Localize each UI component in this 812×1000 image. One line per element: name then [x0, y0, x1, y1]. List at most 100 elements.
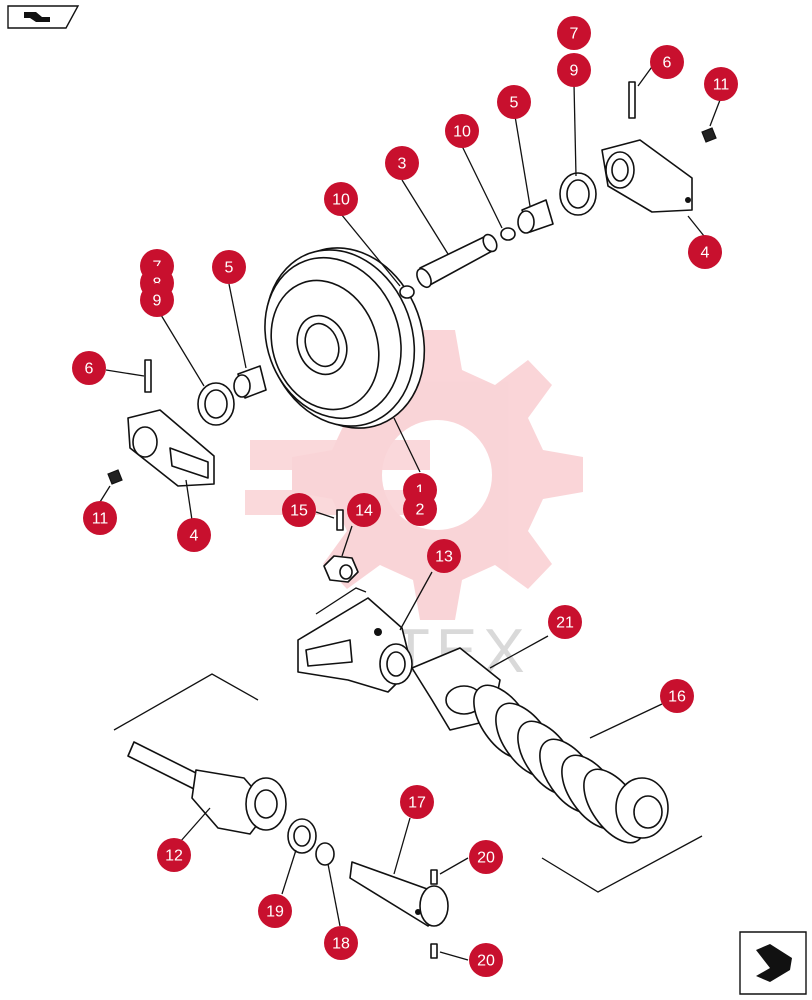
callout-label: 19 — [266, 904, 284, 921]
callout-circle — [469, 840, 503, 874]
idler-wheel — [264, 247, 426, 429]
callout-c11b[interactable]: 11 — [83, 501, 117, 535]
o-ring-right — [500, 227, 516, 241]
callout-label: 9 — [153, 293, 162, 310]
callout-c10b[interactable]: 10 — [324, 182, 358, 216]
callout-circle — [704, 67, 738, 101]
callout-circle — [177, 518, 211, 552]
callout-c15[interactable]: 15 — [282, 493, 316, 527]
o-ring-rod — [315, 842, 335, 866]
callout-c19[interactable]: 19 — [258, 894, 292, 928]
roll-pin — [336, 509, 344, 531]
callout-c21[interactable]: 21 — [548, 605, 582, 639]
dowel-pin-lower — [430, 943, 438, 959]
idler-shaft — [416, 233, 498, 289]
bracket-left — [127, 409, 215, 487]
callout-circle — [140, 283, 174, 317]
callout-c17[interactable]: 17 — [400, 785, 434, 819]
callout-label: 10 — [332, 192, 350, 209]
pin-left — [144, 359, 152, 393]
callout-circle — [427, 539, 461, 573]
callout-circle — [83, 501, 117, 535]
callout-c9a[interactable]: 9 — [557, 53, 591, 87]
callout-label: 5 — [510, 95, 519, 112]
callout-circle — [660, 679, 694, 713]
callout-label: 14 — [355, 503, 373, 520]
callout-label: 10 — [453, 124, 471, 141]
assembly-bracket-yoke — [315, 587, 367, 615]
callout-c11a[interactable]: 11 — [704, 67, 738, 101]
leader-lines — [99, 63, 721, 961]
callout-c12[interactable]: 12 — [157, 838, 191, 872]
callout-c7a[interactable]: 7 — [557, 16, 591, 50]
callout-label: 20 — [477, 953, 495, 970]
callout-layer: 7961151031047895612114151413211617122019… — [72, 16, 738, 977]
recoil-spring — [473, 684, 669, 844]
callout-circle — [400, 785, 434, 819]
callout-c18[interactable]: 18 — [324, 926, 358, 960]
seal-left — [197, 382, 235, 426]
callout-label: 13 — [435, 549, 453, 566]
bracket-right — [601, 139, 693, 213]
yoke — [297, 597, 413, 693]
callout-c10a[interactable]: 10 — [445, 114, 479, 148]
callout-circle — [548, 605, 582, 639]
callout-label: 2 — [416, 502, 425, 519]
callout-c9b[interactable]: 9 — [140, 283, 174, 317]
set-screw-left — [107, 469, 123, 485]
callout-label: 21 — [556, 615, 574, 632]
callout-circle — [688, 235, 722, 269]
callout-c2[interactable]: 2 — [403, 492, 437, 526]
callout-label: 6 — [85, 361, 94, 378]
callout-label: 5 — [225, 260, 234, 277]
bushing-right — [517, 199, 554, 234]
callout-circle — [445, 114, 479, 148]
callout-label: 7 — [570, 26, 579, 43]
callout-circle — [258, 894, 292, 928]
callout-circle — [469, 943, 503, 977]
callout-circle — [347, 493, 381, 527]
callout-circle — [212, 250, 246, 284]
callout-label: 3 — [398, 156, 407, 173]
callout-label: 1 — [416, 483, 425, 500]
assembly-bracket-left — [113, 673, 259, 731]
callout-c5a[interactable]: 5 — [497, 85, 531, 119]
assembly-bracket-right — [541, 835, 703, 893]
callout-c14[interactable]: 14 — [347, 493, 381, 527]
nut — [323, 555, 359, 583]
callout-label: 4 — [701, 245, 710, 262]
callout-circle — [557, 16, 591, 50]
callout-label: 12 — [165, 848, 183, 865]
callout-circle — [282, 493, 316, 527]
seal-right — [559, 172, 597, 216]
wear-ring — [287, 818, 317, 854]
callout-c6a[interactable]: 6 — [650, 45, 684, 79]
set-screw-right — [701, 127, 717, 143]
callout-label: 17 — [408, 795, 426, 812]
callout-label: 20 — [477, 850, 495, 867]
bushing-left — [233, 365, 267, 399]
pin-right — [628, 81, 636, 119]
callout-circle — [650, 45, 684, 79]
callout-circle — [403, 492, 437, 526]
callout-circle — [497, 85, 531, 119]
callout-c4a[interactable]: 4 — [688, 235, 722, 269]
callout-c5b[interactable]: 5 — [212, 250, 246, 284]
callout-label: 9 — [570, 63, 579, 80]
back-navigation-icon[interactable] — [7, 5, 80, 29]
tension-rod — [127, 741, 287, 835]
callout-c16[interactable]: 16 — [660, 679, 694, 713]
callout-label: 6 — [663, 55, 672, 72]
callout-label: 4 — [190, 528, 199, 545]
callout-c6b[interactable]: 6 — [72, 351, 106, 385]
callout-c20b[interactable]: 20 — [469, 943, 503, 977]
callout-c4b[interactable]: 4 — [177, 518, 211, 552]
dowel-pin-upper — [430, 869, 438, 885]
callout-c13[interactable]: 13 — [427, 539, 461, 573]
next-page-icon[interactable] — [739, 931, 807, 995]
callout-c3[interactable]: 3 — [385, 146, 419, 180]
callout-c20a[interactable]: 20 — [469, 840, 503, 874]
callout-label: 11 — [92, 511, 109, 528]
callout-label: 16 — [668, 689, 686, 706]
